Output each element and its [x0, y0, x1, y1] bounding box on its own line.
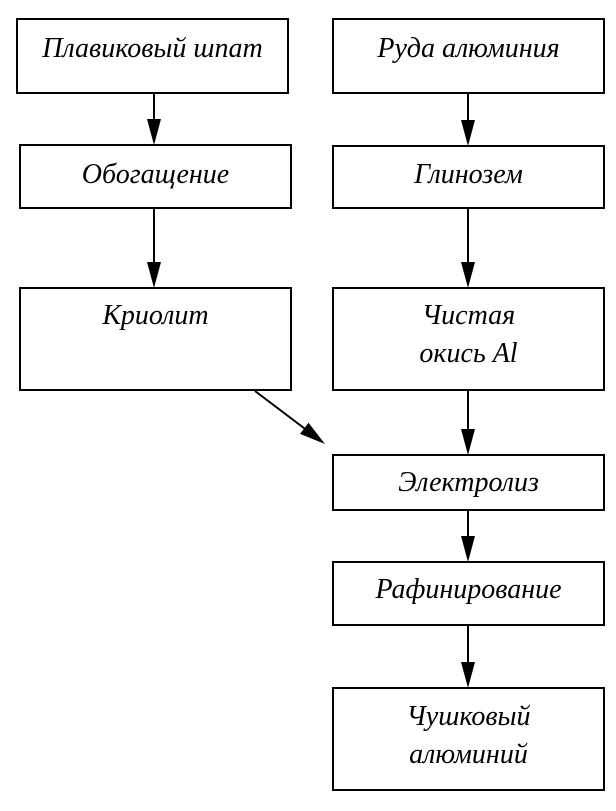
- arrow-pure-oxide-to-electrolysis: [461, 390, 475, 455]
- node-label: Плавиковый шпат: [41, 33, 262, 64]
- node-label: алюминий: [409, 739, 528, 770]
- arrowhead: [461, 662, 475, 688]
- node-fluorspar: Плавиковый шпат: [16, 18, 289, 94]
- edges: [147, 93, 475, 688]
- arrowhead: [147, 262, 161, 288]
- node-label: Электролиз: [398, 467, 539, 498]
- arrow-ore-to-alumina: [461, 93, 475, 146]
- node-label: Глинозем: [413, 159, 523, 190]
- arrowhead: [461, 429, 475, 455]
- node-pure-oxide: Чистая окись Al: [332, 287, 605, 391]
- node-enrichment: Обогащение: [19, 144, 292, 209]
- arrowhead: [461, 120, 475, 146]
- arrow-alumina-to-pure-oxide: [461, 208, 475, 288]
- arrow-enrichment-to-cryolite: [147, 208, 161, 288]
- node-label: Чушковый: [406, 701, 530, 732]
- arrow-cryolite-to-electrolysis: [254, 390, 325, 444]
- node-electrolysis: Электролиз: [332, 454, 605, 511]
- node-box: [19, 287, 292, 391]
- arrowhead: [147, 119, 161, 145]
- node-alumina: Глинозем: [332, 145, 605, 209]
- node-box: [332, 454, 605, 511]
- node-ore: Руда алюминия: [332, 18, 605, 94]
- node-box: [332, 145, 605, 209]
- node-label: Рафинирование: [374, 574, 561, 605]
- node-box: [332, 18, 605, 94]
- node-refining: Рафинирование: [332, 561, 605, 626]
- node-label: Руда алюминия: [376, 33, 559, 64]
- arrow-fluorspar-to-enrichment: [147, 93, 161, 145]
- node-box: [332, 687, 605, 791]
- node-box: [332, 287, 605, 391]
- node-box: [16, 18, 289, 94]
- node-label: Обогащение: [82, 159, 229, 190]
- node-box: [19, 144, 292, 209]
- node-label: окись Al: [419, 338, 517, 369]
- arrow-electrolysis-to-refining: [461, 510, 475, 562]
- arrow-refining-to-ingot-aluminium: [461, 625, 475, 688]
- arrowhead: [461, 536, 475, 562]
- node-label: Чистая: [422, 300, 515, 331]
- arrowhead: [300, 422, 325, 444]
- node-label: Криолит: [101, 300, 208, 331]
- node-cryolite: Криолит: [19, 287, 292, 391]
- node-ingot-aluminium: Чушковый алюминий: [332, 687, 605, 791]
- arrow-shaft: [254, 390, 307, 431]
- node-box: [332, 561, 605, 626]
- arrowhead: [461, 262, 475, 288]
